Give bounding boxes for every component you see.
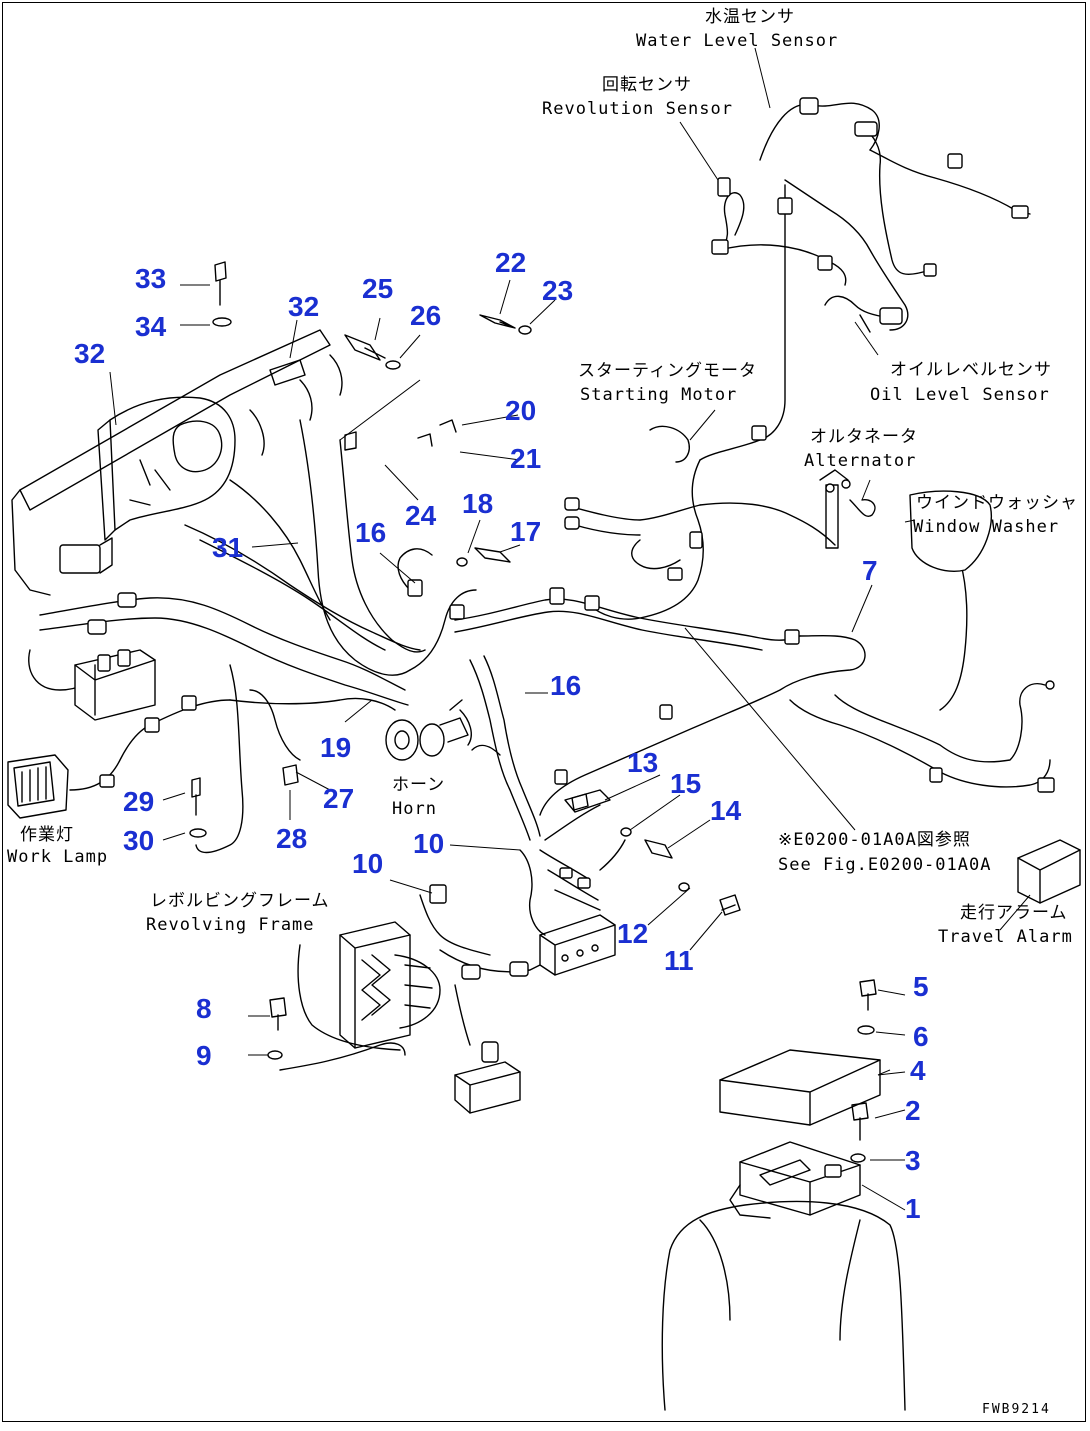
callout-12: 12 <box>617 918 648 949</box>
relay-block <box>74 649 156 721</box>
callout-28: 28 <box>276 823 307 854</box>
callout-29: 29 <box>123 786 154 817</box>
revolution-sensor-label: Revolution Sensor <box>542 99 733 119</box>
callout-20: 20 <box>505 395 536 426</box>
horn <box>385 699 469 761</box>
callout-numbers: 1 2 3 4 5 6 7 8 9 10 10 11 12 13 14 15 1… <box>74 247 929 1224</box>
callout-7: 7 <box>862 555 878 586</box>
leader-lines <box>109 47 1031 1211</box>
callout-17: 17 <box>510 516 541 547</box>
main-harness <box>454 559 1055 816</box>
water-level-sensor-label: Water Level Sensor <box>636 31 838 51</box>
fasteners <box>189 261 877 1163</box>
callout-32-upper: 32 <box>288 291 319 322</box>
callout-2: 2 <box>905 1095 921 1126</box>
callout-4: 4 <box>910 1055 926 1086</box>
callout-23: 23 <box>542 275 573 306</box>
window-washer-label-jp: ウインドウォッシャ <box>916 493 1078 513</box>
callout-34: 34 <box>135 311 167 342</box>
callout-13: 13 <box>627 747 658 778</box>
left-harness <box>28 419 541 854</box>
water-level-sensor-label-jp: 水温センサ <box>705 7 795 27</box>
component-labels: 水温センサ Water Level Sensor 回転センサ Revolutio… <box>7 7 1078 1417</box>
oil-level-sensor-label: Oil Level Sensor <box>870 385 1050 405</box>
callout-3: 3 <box>905 1145 921 1176</box>
callout-25: 25 <box>362 273 393 304</box>
callout-27: 27 <box>323 783 354 814</box>
callout-30: 30 <box>123 825 154 856</box>
callout-10-right: 10 <box>413 828 444 859</box>
callout-24: 24 <box>405 500 437 531</box>
engine-harness <box>564 97 1031 620</box>
work-lamp-label: Work Lamp <box>7 847 108 867</box>
alternator-label-jp: オルタネータ <box>810 427 918 447</box>
revolving-frame-label: Revolving Frame <box>146 915 315 935</box>
revolving-frame-label-jp: レボルビングフレーム <box>150 891 330 911</box>
see-fig-note-jp: ※E0200-01A0A図参照 <box>778 830 971 850</box>
callout-19: 19 <box>320 732 351 763</box>
callout-21: 21 <box>510 443 541 474</box>
travel-alarm-label: Travel Alarm <box>938 927 1073 947</box>
figure-code: FWB9214 <box>982 1402 1051 1417</box>
work-lamp <box>7 754 69 819</box>
callout-22: 22 <box>495 247 526 278</box>
alternator-label: Alternator <box>804 451 916 471</box>
see-fig-note: See Fig.E0200-01A0A <box>778 855 991 875</box>
accessories <box>909 490 1081 904</box>
callout-1: 1 <box>905 1193 921 1224</box>
travel-alarm-label-jp: 走行アラーム <box>960 903 1068 923</box>
callout-33: 33 <box>135 263 166 294</box>
callout-10-left: 10 <box>352 848 383 879</box>
callout-5: 5 <box>913 971 929 1002</box>
callout-26: 26 <box>410 300 441 331</box>
starting-motor-label-jp: スターティングモータ <box>578 361 757 381</box>
window-washer-label: Window Washer <box>913 517 1059 537</box>
starting-motor-label: Starting Motor <box>580 385 737 405</box>
horn-label: Horn <box>392 799 437 819</box>
callout-11: 11 <box>664 945 694 976</box>
swivel-joint <box>279 884 541 1114</box>
callout-15: 15 <box>670 768 701 799</box>
callout-8: 8 <box>196 993 212 1024</box>
callout-31: 31 <box>212 532 243 563</box>
callout-16-upper: 16 <box>355 517 386 548</box>
callout-9: 9 <box>196 1040 212 1071</box>
callout-16-lower: 16 <box>550 670 581 701</box>
horn-label-jp: ホーン <box>392 775 445 795</box>
callout-32-left: 32 <box>74 338 105 369</box>
work-lamp-label-jp: 作業灯 <box>20 825 74 845</box>
callout-14: 14 <box>710 795 742 826</box>
controller-panel <box>661 1049 906 1411</box>
controller-assembly <box>11 329 343 596</box>
callout-6: 6 <box>913 1021 929 1052</box>
revolution-sensor-label-jp: 回転センサ <box>602 75 692 95</box>
callout-18: 18 <box>462 488 493 519</box>
oil-level-sensor-label-jp: オイルレベルセンサ <box>890 360 1052 380</box>
